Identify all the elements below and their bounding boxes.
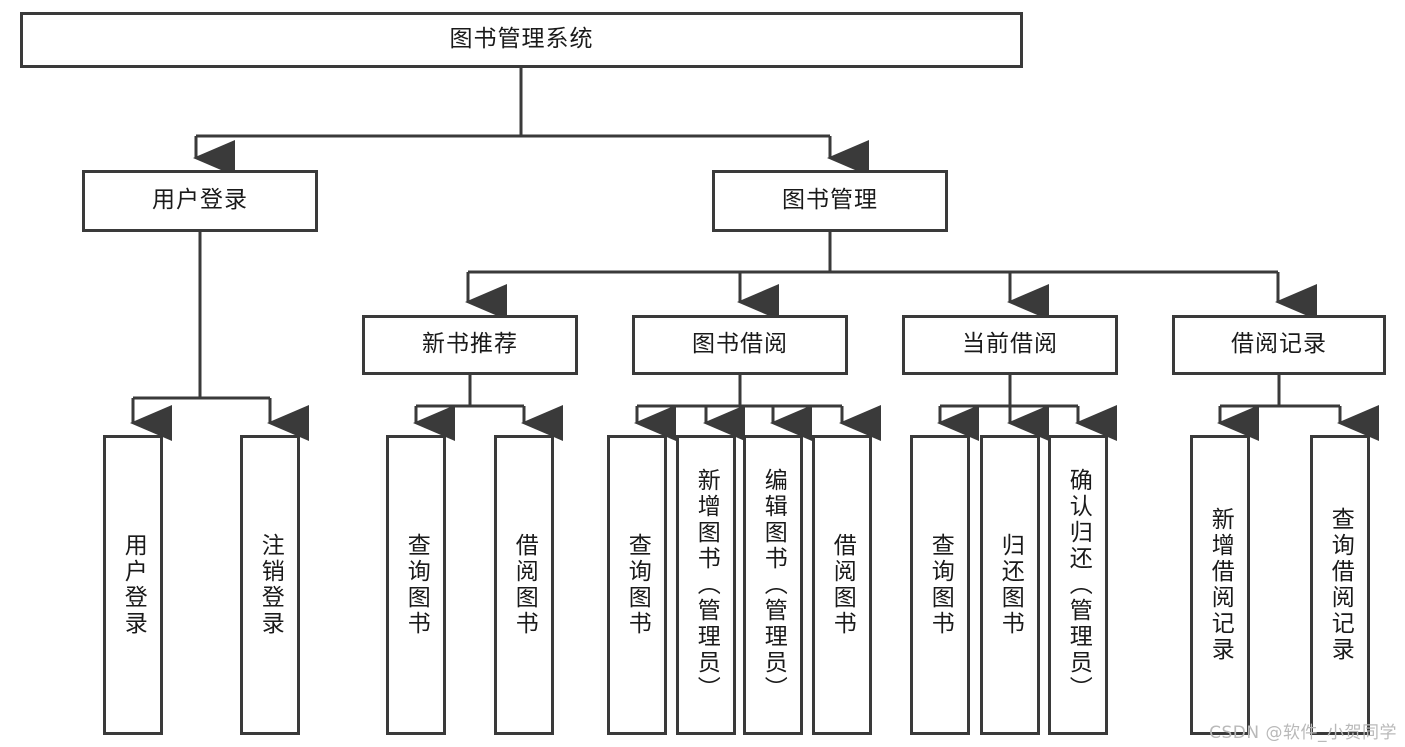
node-label: 注销登录 (257, 533, 284, 637)
node-label: 编辑图书（管理员） (760, 468, 787, 702)
node-label: 图书管理系统 (449, 26, 594, 53)
node-new-book-recommend[interactable]: 新书推荐 (362, 315, 578, 375)
node-label: 借阅图书 (829, 533, 856, 637)
node-label: 图书借阅 (692, 331, 788, 358)
node-leaf-edit-book[interactable]: 编辑图书（管理员） (743, 435, 803, 735)
node-book-manage[interactable]: 图书管理 (712, 170, 948, 232)
node-leaf-return-book[interactable]: 归还图书 (980, 435, 1040, 735)
node-leaf-user-login[interactable]: 用户登录 (103, 435, 163, 735)
node-leaf-add-book[interactable]: 新增图书（管理员） (676, 435, 736, 735)
node-book-borrow[interactable]: 图书借阅 (632, 315, 848, 375)
watermark-text: CSDN @软件_小贺同学 (1209, 723, 1397, 743)
node-label: 新增借阅记录 (1207, 507, 1234, 663)
node-label: 用户登录 (120, 533, 147, 637)
node-label: 借阅图书 (511, 533, 538, 637)
node-label: 用户登录 (152, 187, 248, 214)
node-borrow-record[interactable]: 借阅记录 (1172, 315, 1386, 375)
node-leaf-borrow-book-1[interactable]: 借阅图书 (494, 435, 554, 735)
node-leaf-confirm-return[interactable]: 确认归还（管理员） (1048, 435, 1108, 735)
node-leaf-logout-login[interactable]: 注销登录 (240, 435, 300, 735)
node-leaf-borrow-book-2[interactable]: 借阅图书 (812, 435, 872, 735)
node-leaf-query-book-2[interactable]: 查询图书 (607, 435, 667, 735)
node-leaf-add-record[interactable]: 新增借阅记录 (1190, 435, 1250, 735)
node-label: 查询图书 (927, 533, 954, 637)
node-label: 确认归还（管理员） (1065, 468, 1092, 702)
node-label: 查询借阅记录 (1327, 507, 1354, 663)
node-label: 新增图书（管理员） (693, 468, 720, 702)
node-label: 查询图书 (624, 533, 651, 637)
node-label: 归还图书 (997, 533, 1024, 637)
node-root-book-management-system[interactable]: 图书管理系统 (20, 12, 1023, 68)
node-label: 查询图书 (403, 533, 430, 637)
node-leaf-query-record[interactable]: 查询借阅记录 (1310, 435, 1370, 735)
node-current-borrow[interactable]: 当前借阅 (902, 315, 1118, 375)
node-leaf-query-book-1[interactable]: 查询图书 (386, 435, 446, 735)
node-label: 图书管理 (782, 187, 878, 214)
node-leaf-query-book-3[interactable]: 查询图书 (910, 435, 970, 735)
node-label: 借阅记录 (1231, 331, 1327, 358)
node-label: 新书推荐 (422, 331, 518, 358)
node-user-login[interactable]: 用户登录 (82, 170, 318, 232)
node-label: 当前借阅 (962, 331, 1058, 358)
